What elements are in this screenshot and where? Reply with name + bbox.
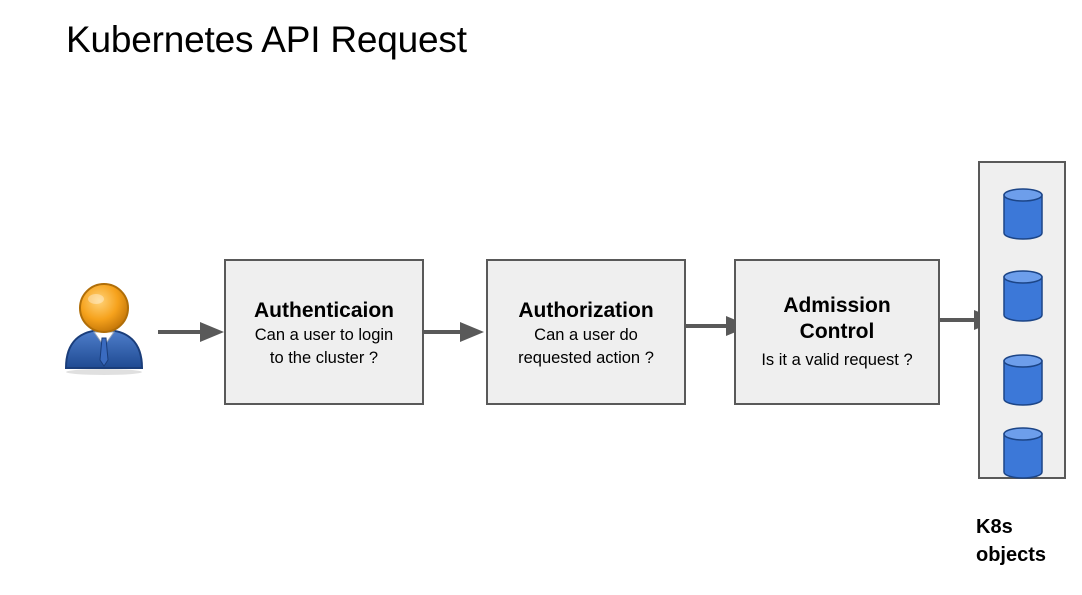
stage-description: Can a user to login to the cluster ? [254,326,394,367]
stage-title: Authenticaion [254,299,394,322]
stage-description: Is it a valid request ? [761,350,913,369]
k8s-object-store [978,161,1066,479]
database-icon [1003,427,1043,479]
database-icon [1003,354,1043,406]
user-icon [64,283,144,375]
arrow-authentication-to-authorization [416,322,484,342]
stage-title: Admission Control [783,293,891,343]
admission-control-stage: Admission Control Is it a valid request … [734,259,940,405]
page-title: Kubernetes API Request [66,19,467,60]
stage-description: Can a user do requested action ? [518,326,654,367]
database-icon [1003,188,1043,240]
database-icon [1003,270,1043,322]
store-label: K8s objects [976,516,1047,566]
authentication-stage: Authenticaion Can a user to login to the… [224,259,424,405]
arrow-user-to-authentication [158,322,224,342]
authorization-stage: Authorization Can a user do requested ac… [486,259,686,405]
stage-title: Authorization [518,299,654,322]
